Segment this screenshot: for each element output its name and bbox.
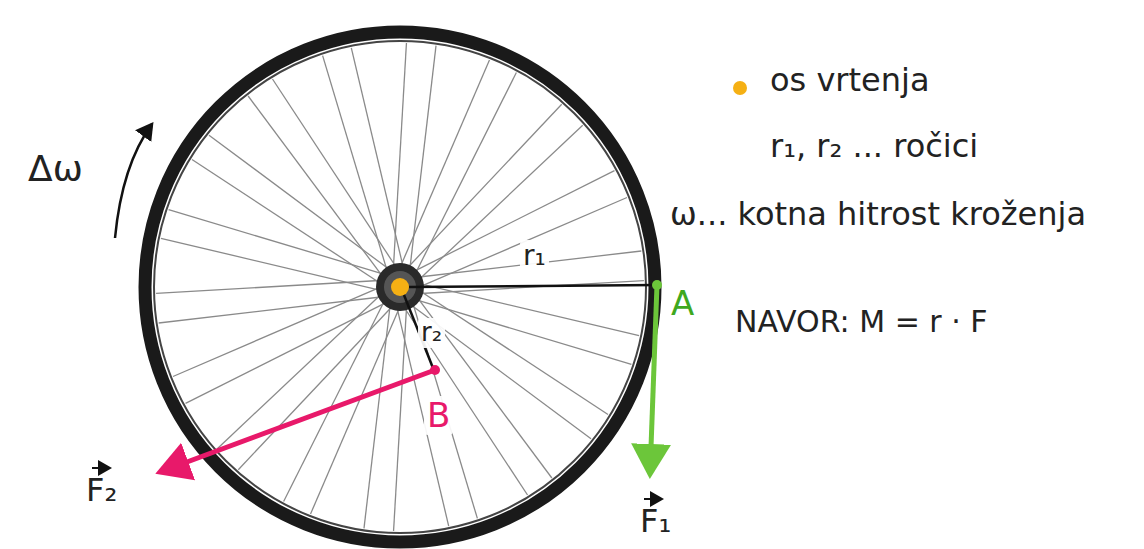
spokes (156, 43, 644, 531)
force-label: F₂ (86, 472, 117, 509)
force-arrow (160, 370, 435, 472)
spoke (394, 299, 407, 531)
spoke (407, 171, 614, 275)
spoke (173, 285, 386, 377)
spoke (156, 280, 388, 293)
spoke (405, 300, 591, 439)
spoke (217, 289, 386, 448)
force-label: F₁ (640, 503, 671, 540)
point-dot (430, 365, 440, 375)
spoke (272, 79, 400, 273)
rotation-label: Δω (28, 148, 83, 189)
point-label: A (668, 284, 697, 323)
rotation-arrow (115, 124, 152, 238)
rim (145, 32, 655, 542)
lever-arm-label: r₂ (418, 318, 445, 348)
lever-arm-line (409, 285, 657, 287)
spoke (393, 43, 406, 275)
spoke (192, 159, 386, 287)
spoke (412, 73, 516, 280)
rim-inner (154, 41, 646, 533)
spoke (413, 282, 639, 335)
point-label: B (424, 396, 453, 435)
vector-arrow (92, 467, 110, 469)
point-dot (652, 280, 662, 290)
formula-text: NAVOR: M = r · F (735, 305, 988, 340)
spoke (169, 210, 391, 277)
vector-arrow (644, 498, 662, 500)
legend-text: os vrtenja (770, 62, 930, 99)
spoke (414, 198, 627, 290)
spoke (398, 60, 490, 273)
note-text: ω... kotna hitrost kroženja (670, 196, 1138, 233)
rotation-axis (391, 278, 409, 296)
spoke (351, 48, 404, 274)
spoke (209, 135, 395, 274)
lever-arm-label: r₁ (520, 240, 549, 272)
spoke (284, 294, 388, 501)
note-text: r₁, r₂ ... ročici (770, 128, 978, 165)
spoke (311, 301, 403, 514)
spoke (186, 299, 393, 403)
legend-swatch (733, 81, 747, 95)
spoke (400, 301, 528, 495)
force-arrow (650, 285, 657, 474)
spoke (414, 125, 583, 284)
